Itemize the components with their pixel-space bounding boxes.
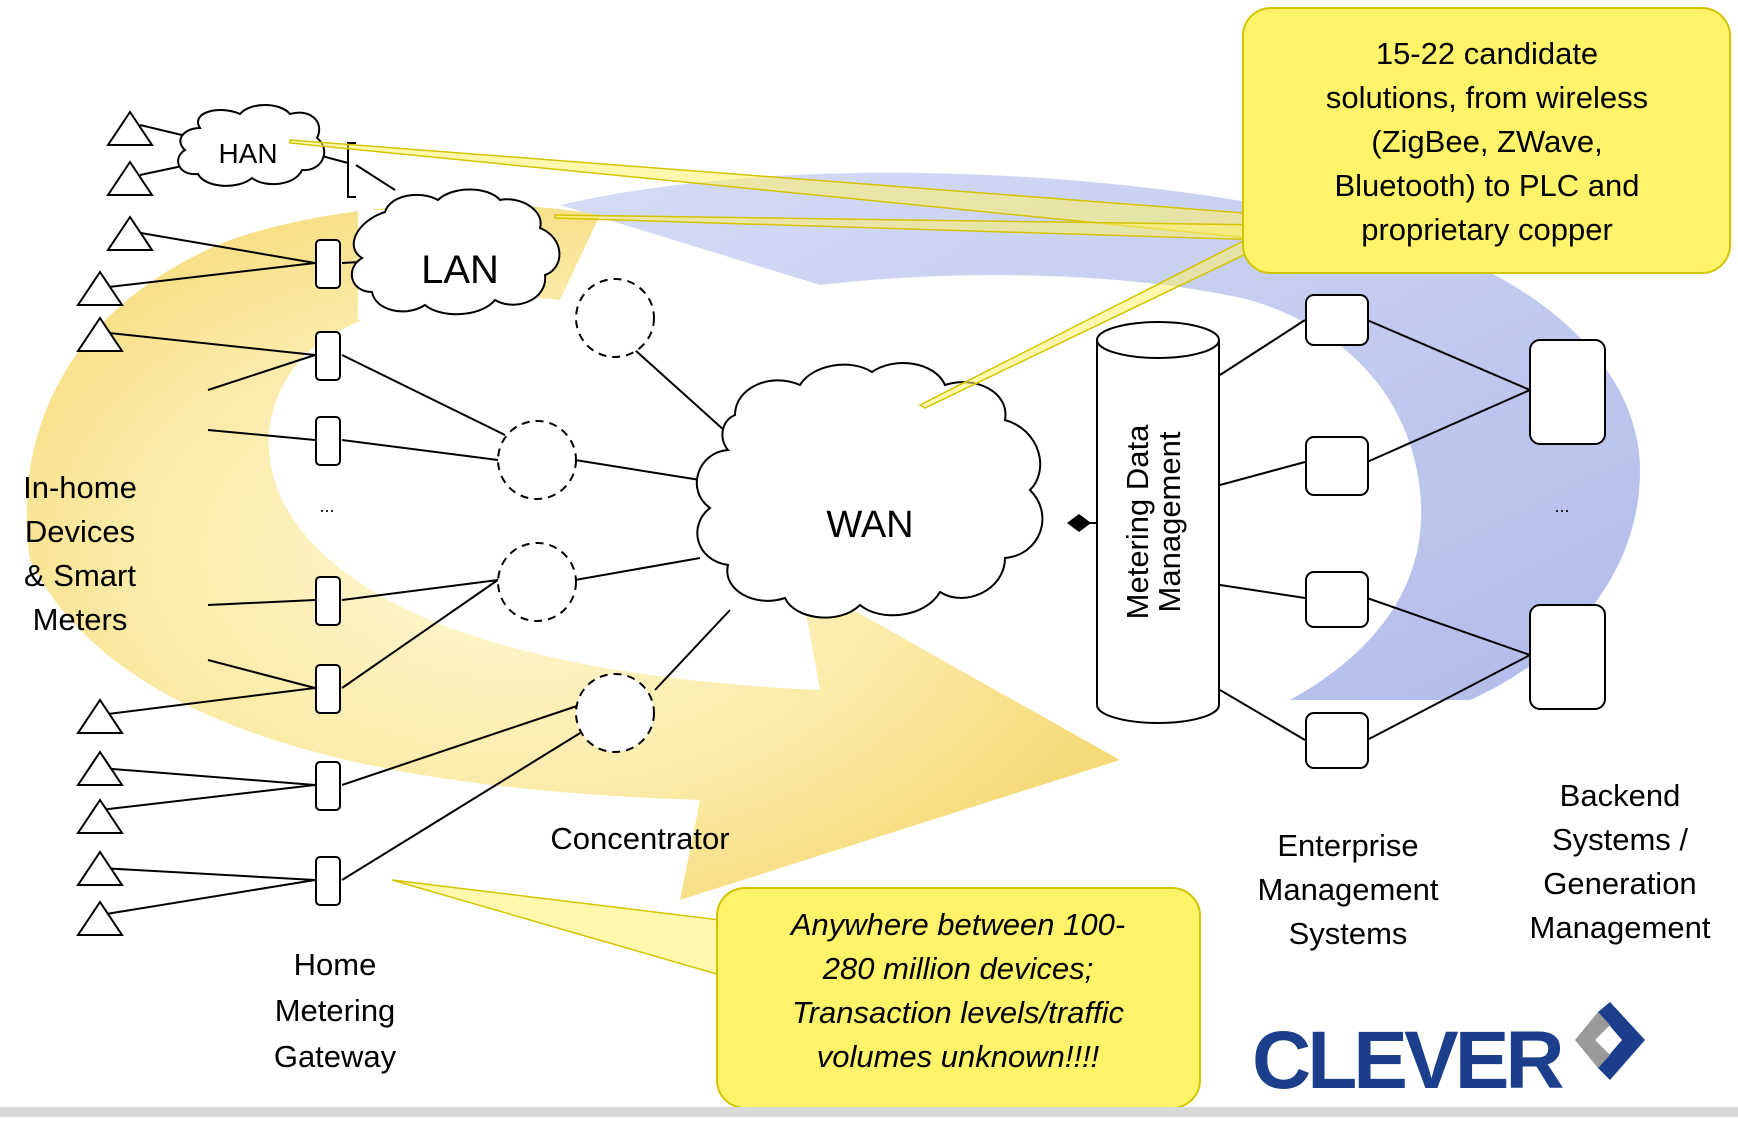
concentrators xyxy=(497,278,655,753)
device-triangle xyxy=(76,316,124,352)
link-diamond-marker xyxy=(1067,514,1091,532)
device-triangles xyxy=(76,110,154,936)
bottom-callout-line1: Anywhere between 100- xyxy=(789,907,1125,942)
device-triangle xyxy=(76,850,124,886)
device-triangle xyxy=(76,270,124,306)
concentrator-label: Concentrator xyxy=(550,821,729,856)
lan-cloud: LAN xyxy=(350,188,561,320)
gateway-box xyxy=(315,576,341,626)
mdm-label-line1: Metering Data xyxy=(1120,424,1155,619)
backend-ellipsis: ... xyxy=(1554,496,1569,516)
bottom-callout-line3: Transaction levels/traffic xyxy=(792,995,1124,1030)
enterprise-box xyxy=(1305,436,1369,496)
clever-logo-text: CLEVER xyxy=(1252,1015,1563,1106)
backend-systems-label: Backend Systems / Generation Management xyxy=(1530,778,1711,945)
concentrator-node xyxy=(575,278,655,358)
han-gateway-bracket xyxy=(347,142,356,198)
background-arrow-blue xyxy=(560,172,1640,701)
in-home-line4: Meters xyxy=(33,602,128,637)
bottom-callout-line2: 280 million devices; xyxy=(822,951,1094,986)
gateway-box xyxy=(315,761,341,811)
device-triangle xyxy=(106,110,154,146)
metering-data-management-cylinder: Metering Data Management xyxy=(1096,321,1220,724)
gateway-line2: Metering xyxy=(275,993,396,1028)
device-triangle xyxy=(76,900,124,936)
in-home-line3: & Smart xyxy=(24,558,136,593)
top-callout-line3: (ZigBee, ZWave, xyxy=(1371,124,1602,159)
enterprise-line1: Enterprise xyxy=(1277,828,1418,863)
in-home-devices-label: In-home Devices & Smart Meters xyxy=(23,470,137,637)
enterprise-box xyxy=(1305,294,1369,346)
enterprise-line2: Management xyxy=(1258,872,1439,907)
gateway-ellipsis: ... xyxy=(319,496,334,516)
top-callout-line2: solutions, from wireless xyxy=(1326,80,1648,115)
device-triangle xyxy=(76,750,124,786)
gateway-box xyxy=(315,856,341,906)
concentrator-node xyxy=(497,420,577,500)
logo-mark-blue-bottom xyxy=(1598,1040,1645,1080)
background-arrow-yellow xyxy=(26,204,1120,900)
enterprise-systems xyxy=(1305,294,1369,769)
backend-box xyxy=(1529,604,1606,710)
gateway-line3: Gateway xyxy=(274,1039,397,1074)
connection-lines xyxy=(99,124,1531,916)
logo-mark-blue-top xyxy=(1598,1002,1645,1040)
in-home-line2: Devices xyxy=(25,514,135,549)
bottom-callout: Anywhere between 100- 280 million device… xyxy=(391,879,1201,1109)
clever-logo: CLEVER xyxy=(1252,1002,1645,1106)
backend-line4: Management xyxy=(1530,910,1711,945)
top-callout-line4: Bluetooth) to PLC and xyxy=(1334,168,1639,203)
device-triangle xyxy=(106,160,154,196)
home-metering-gateways xyxy=(315,239,341,906)
han-label: HAN xyxy=(218,138,277,169)
top-callout: 15-22 candidate solutions, from wireless… xyxy=(289,7,1731,409)
enterprise-line3: Systems xyxy=(1289,916,1408,951)
in-home-line1: In-home xyxy=(23,470,137,505)
gateway-box xyxy=(315,331,341,381)
concentrator-node xyxy=(575,673,655,753)
bottom-rule xyxy=(0,1107,1738,1117)
concentrator-node xyxy=(497,542,577,622)
backend-line1: Backend xyxy=(1560,778,1681,813)
wan-cloud: WAN xyxy=(695,362,1044,619)
backend-box xyxy=(1529,339,1606,445)
gateway-box xyxy=(315,664,341,714)
wan-label: WAN xyxy=(826,504,913,546)
mdm-label-line2: Management xyxy=(1152,431,1187,612)
bottom-callout-line4: volumes unknown!!!! xyxy=(817,1039,1100,1074)
backend-systems xyxy=(1529,339,1606,710)
enterprise-box xyxy=(1305,571,1369,628)
backend-line3: Generation xyxy=(1543,866,1696,901)
top-callout-line5: proprietary copper xyxy=(1361,212,1613,247)
device-triangle xyxy=(76,798,124,834)
device-triangle xyxy=(106,215,154,251)
backend-line2: Systems / xyxy=(1552,822,1688,857)
logo-mark-gray xyxy=(1575,1012,1610,1068)
enterprise-management-label: Enterprise Management Systems xyxy=(1258,828,1439,951)
lan-label: LAN xyxy=(421,248,499,292)
device-triangle xyxy=(76,698,124,734)
gateway-box xyxy=(315,416,341,466)
gateway-line1: Home xyxy=(294,947,377,982)
han-cloud: HAN xyxy=(177,104,326,187)
gateway-box xyxy=(315,239,341,289)
home-metering-gateway-label: Home Metering Gateway xyxy=(274,947,397,1074)
enterprise-box xyxy=(1305,712,1369,769)
top-callout-line1: 15-22 candidate xyxy=(1376,36,1598,71)
